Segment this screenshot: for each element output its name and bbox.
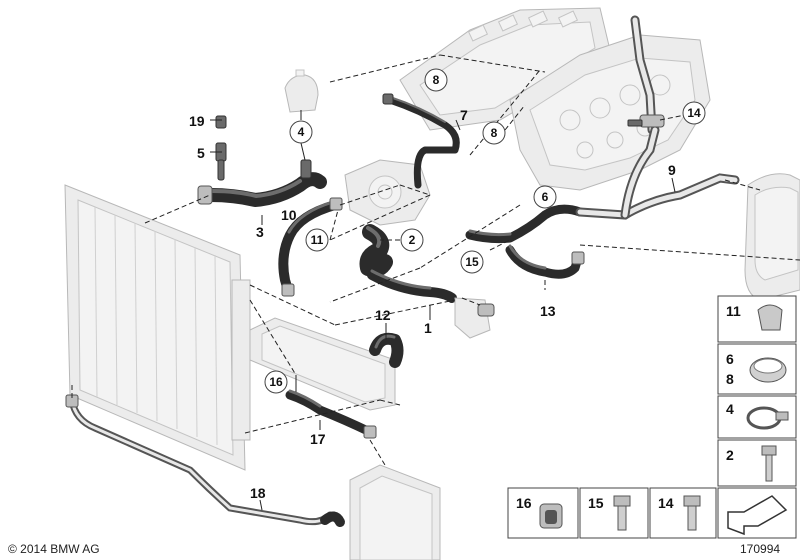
callout-5: 5	[197, 145, 205, 161]
diagram-id: 170994	[740, 542, 780, 556]
sensor-5	[215, 115, 227, 181]
callout-circle-4	[289, 120, 313, 144]
callout-circle-8a	[424, 68, 448, 92]
callout-19: 19	[189, 113, 205, 129]
cylinder-head-cover-ghost	[399, 7, 611, 131]
hose-1	[367, 269, 495, 339]
callout-6: 6	[542, 190, 549, 204]
hose-12	[369, 332, 404, 368]
callout-labels: 19 5 3 10 7 9 1 12 13 17 18 4 8 8 14 6 2…	[189, 68, 706, 501]
callout-circle-11	[305, 228, 329, 252]
legend-label-11: 11	[726, 303, 741, 319]
arrow-icon	[727, 495, 788, 536]
legend-label-4: 4	[726, 401, 734, 417]
callout-2: 2	[409, 233, 416, 247]
connector-4	[300, 159, 312, 179]
pipe-18	[65, 394, 345, 527]
callout-circle-2	[400, 228, 424, 252]
callout-circle-6	[533, 185, 557, 209]
callout-16: 16	[269, 375, 283, 389]
lower-radiator-ghost	[349, 464, 441, 560]
callout-12: 12	[375, 307, 391, 323]
legend-arrow	[717, 487, 797, 539]
oil-cooler-ghost	[249, 317, 396, 411]
hose-10	[278, 197, 343, 297]
callout-circle-15	[460, 250, 484, 274]
callout-circle-14	[682, 101, 706, 125]
hose-2	[359, 224, 393, 278]
legend-bolt-2: 2	[717, 439, 797, 487]
legend-bottom-row: 16 15 14	[507, 487, 717, 539]
legend-clamp-4: 4	[717, 395, 797, 439]
hose-17	[285, 389, 377, 439]
legend-label-6: 6	[726, 351, 734, 367]
pipe-9	[575, 114, 740, 220]
callout-17: 17	[310, 431, 326, 447]
callout-1: 1	[424, 320, 432, 336]
hose-3	[197, 172, 327, 207]
small-reservoir-ghost	[284, 69, 319, 113]
legend-clip-11: 11	[717, 295, 797, 343]
callout-3: 3	[256, 224, 264, 240]
callout-circle-16	[264, 370, 288, 394]
legend-label-2: 2	[726, 447, 734, 463]
callout-8a: 8	[433, 73, 440, 87]
clip-icon	[757, 304, 783, 331]
vertical-pipe-ghost	[630, 15, 657, 135]
expansion-tank-ghost	[744, 173, 800, 301]
callout-18: 18	[250, 485, 266, 501]
hose-6	[465, 204, 585, 244]
callout-14: 14	[687, 106, 701, 120]
radiator-ghost	[64, 184, 251, 471]
callout-13: 13	[540, 303, 556, 319]
legend-label-16: 16	[516, 495, 532, 511]
leader-lines	[71, 54, 800, 511]
legend-clamp-6-8: 6 8	[717, 343, 797, 395]
copyright-text: © 2014 BMW AG	[8, 542, 100, 556]
callout-circle-8b	[482, 121, 506, 145]
callout-11: 11	[311, 233, 324, 247]
legend-label-14: 14	[658, 495, 674, 511]
callout-10: 10	[281, 207, 297, 223]
legend-label-8: 8	[726, 371, 734, 387]
callout-7: 7	[460, 107, 468, 123]
seal-icon	[539, 503, 563, 529]
water-pump-ghost	[344, 159, 431, 226]
callout-4: 4	[298, 125, 305, 139]
bolt-14-engine	[627, 119, 643, 127]
callout-15: 15	[465, 255, 479, 269]
bolt-icon	[761, 445, 777, 482]
bolt-15-icon	[613, 495, 631, 531]
callout-8b: 8	[491, 126, 498, 140]
callout-9: 9	[668, 162, 676, 178]
bolt-14-icon	[683, 495, 701, 531]
legend-label-15: 15	[588, 495, 604, 511]
pipe-7	[382, 93, 460, 189]
hose-13	[505, 244, 585, 279]
